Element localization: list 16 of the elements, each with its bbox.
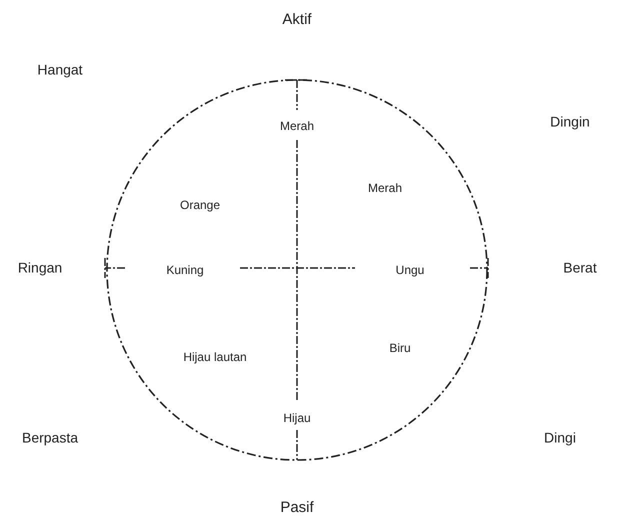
color-label: Merah [280, 118, 314, 134]
axis-label: Aktif [282, 11, 312, 29]
color-label: Merah [368, 180, 402, 196]
color-label: Ungu [396, 262, 424, 278]
color-label: Hijau lautan [183, 350, 247, 364]
axis-label: Pasif [280, 499, 314, 517]
quality-label: Berat [563, 260, 597, 276]
color-label: Hijau [283, 410, 311, 426]
quality-label: Dingi [544, 430, 576, 446]
quality-label: Ringan [18, 260, 62, 276]
quality-label: Dingin [550, 114, 590, 130]
color-label: Kuning [166, 262, 204, 278]
color-label: Biru [389, 340, 411, 356]
quality-label: Hangat [37, 62, 83, 78]
quality-label: Berpasta [22, 430, 78, 446]
color-label: Orange [180, 198, 220, 212]
